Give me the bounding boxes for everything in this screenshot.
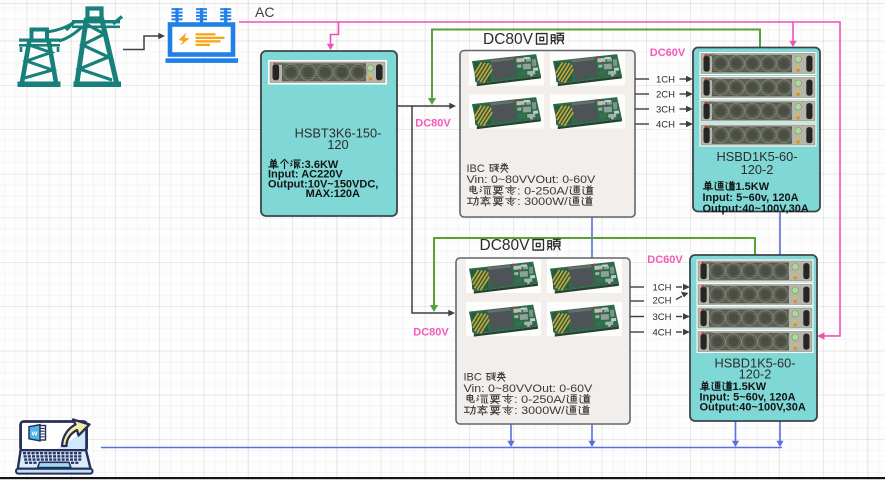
svg-text:Output:40~100V,30A: Output:40~100V,30A (703, 203, 809, 215)
svg-text:: 0-250A/: : 0-250A/ (517, 184, 569, 197)
svg-text:DC80V: DC80V (480, 237, 531, 254)
svg-text:DC80V: DC80V (413, 326, 449, 338)
svg-text:DC60V: DC60V (650, 47, 686, 59)
svg-text:DC60V: DC60V (647, 254, 683, 266)
svg-text:1CH: 1CH (652, 282, 671, 293)
svg-text:AC: AC (255, 4, 274, 20)
svg-text:4CH: 4CH (652, 327, 671, 338)
svg-text::3.6KW: :3.6KW (301, 159, 339, 171)
svg-text:Input: AC220V: Input: AC220V (268, 169, 343, 181)
svg-text:Output:40~100V,30A: Output:40~100V,30A (700, 401, 806, 413)
svg-text:1.5KW: 1.5KW (736, 181, 770, 193)
svg-text:HSBD1K5-60-: HSBD1K5-60- (716, 149, 797, 164)
svg-text:HSBD1K5-60-: HSBD1K5-60- (714, 356, 795, 371)
svg-text:Output:10V~150VDC,: Output:10V~150VDC, (268, 179, 378, 191)
svg-text:1CH: 1CH (656, 74, 675, 85)
svg-text:2CH: 2CH (656, 89, 675, 100)
svg-text:DC80V: DC80V (483, 31, 534, 48)
svg-text:Input: 5~60v, 120A: Input: 5~60v, 120A (700, 391, 796, 403)
svg-text:3CH: 3CH (656, 104, 675, 115)
svg-text:: 0-250A/: : 0-250A/ (514, 393, 566, 406)
svg-text:: 3000W/: : 3000W/ (517, 195, 568, 208)
svg-text:Vin: 0~80VVOut: 0-60V: Vin: 0~80VVOut: 0-60V (467, 174, 596, 186)
svg-text:120: 120 (327, 137, 348, 152)
svg-text:1.5KW: 1.5KW (733, 381, 767, 393)
svg-text:2CH: 2CH (652, 295, 671, 306)
svg-text:120-2: 120-2 (741, 162, 774, 177)
svg-text:MAX:120A: MAX:120A (306, 188, 360, 200)
svg-text:Input: 5~60v, 120A: Input: 5~60v, 120A (703, 192, 799, 204)
svg-text:4CH: 4CH (656, 119, 675, 130)
svg-text:HSBT3K6-150-: HSBT3K6-150- (295, 125, 382, 140)
svg-text:IBC: IBC (464, 372, 482, 384)
svg-text:DC80V: DC80V (415, 117, 451, 129)
svg-text:Vin: 0~80VVOut: 0-60V: Vin: 0~80VVOut: 0-60V (464, 382, 593, 394)
svg-text:: 3000W/: : 3000W/ (514, 404, 565, 417)
svg-text:120-2: 120-2 (739, 366, 772, 381)
svg-text:IBC: IBC (467, 163, 485, 175)
svg-text:w: w (31, 428, 38, 437)
svg-text:3CH: 3CH (652, 312, 671, 323)
